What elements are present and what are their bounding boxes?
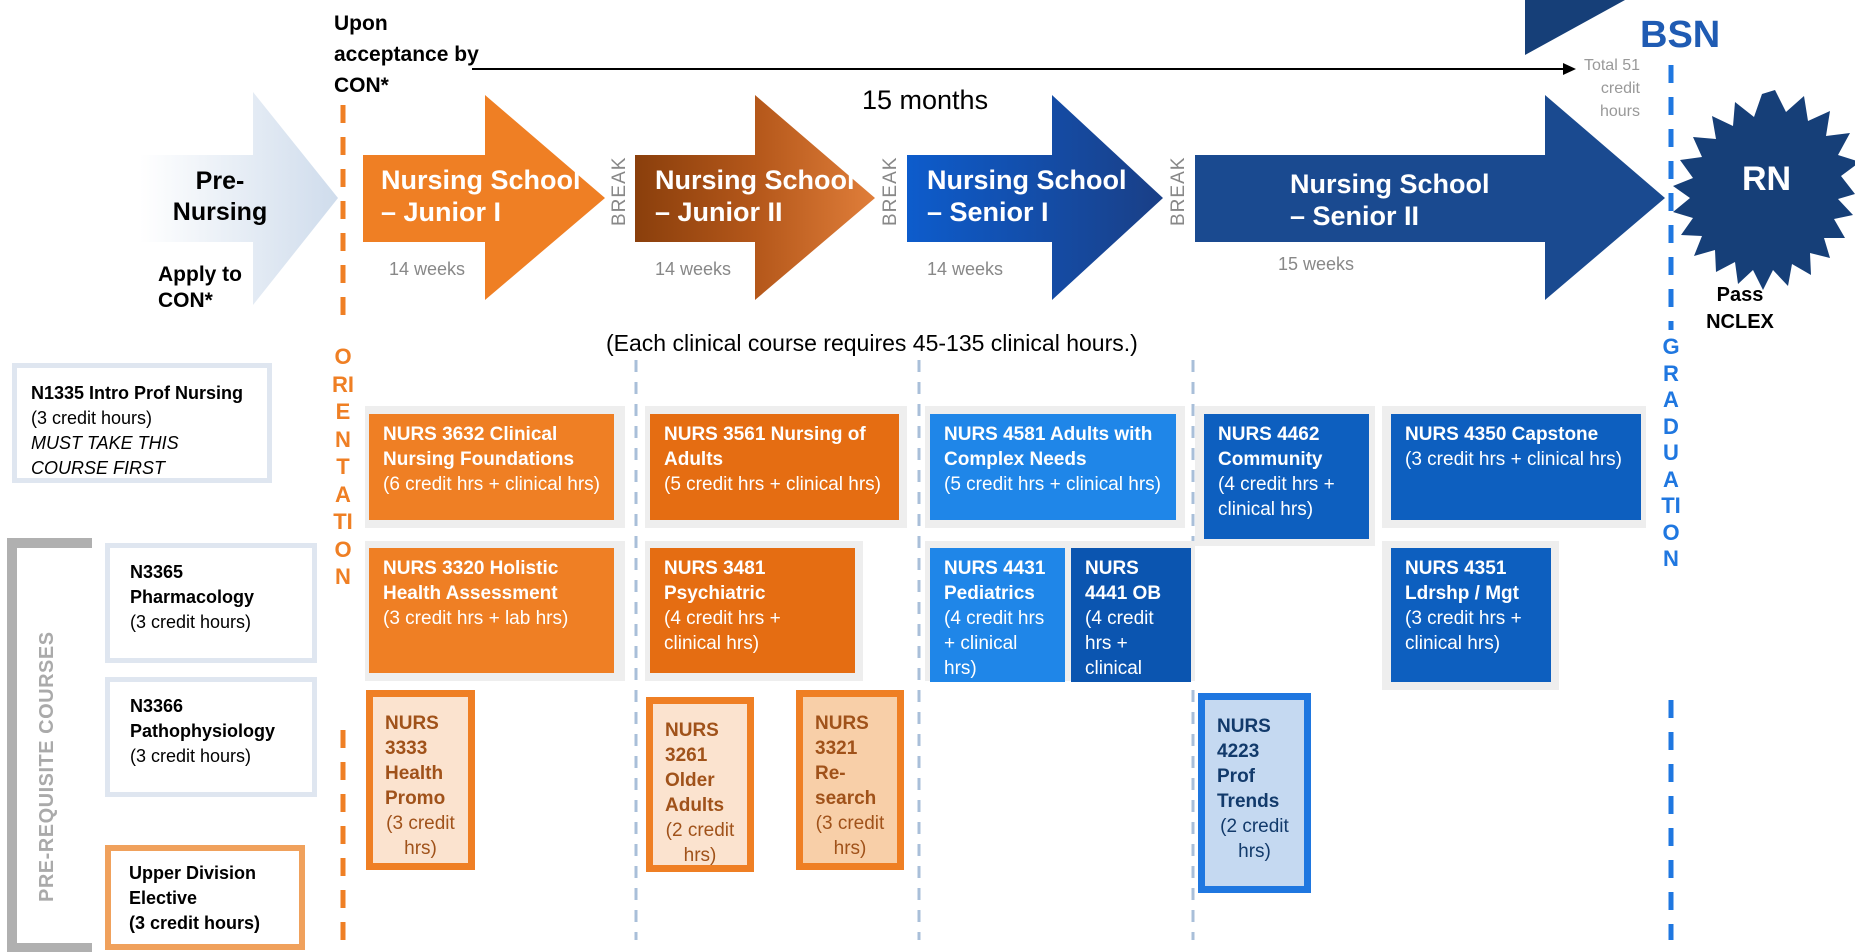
upon-acceptance-label: Upon acceptance by CON*: [334, 12, 479, 97]
course-4350[interactable]: NURS 4350 Capstone (3 credit hrs + clini…: [1391, 414, 1641, 520]
term-junior-2-label: Nursing School – Junior II: [655, 165, 855, 227]
prereq-n1335-title: N1335 Intro Prof Nursing: [31, 383, 244, 403]
course-3481-hours: (4 credit hrs + clinical hrs): [664, 608, 781, 654]
apply-con-label: Apply to CON*: [158, 263, 242, 312]
break-label-1: BREAK: [609, 156, 630, 226]
course-4431-title: NURS 4431 Pediatrics: [944, 558, 1046, 604]
course-3561-hours: (5 credit hrs + clinical hrs): [664, 474, 881, 495]
course-3333[interactable]: NURS 3333 Health Promo (3 credit hrs): [366, 690, 475, 870]
course-4351-hours: (3 credit hrs + clinical hrs): [1405, 608, 1522, 654]
course-3632[interactable]: NURS 3632 Clinical Nursing Foundations (…: [369, 414, 614, 520]
duration-label: 15 months: [862, 85, 989, 115]
prereq-n3366-name: Pathophysiology: [130, 721, 276, 741]
prereq-n3365-name: Pharmacology: [130, 587, 255, 607]
course-4351-title: NURS 4351 Ldrshp / Mgt: [1405, 558, 1519, 604]
course-3561[interactable]: NURS 3561 Nursing of Adults (5 credit hr…: [650, 414, 899, 520]
prereq-elective-name: Upper Division Elective: [129, 863, 257, 908]
prereq-n3366: N3366 Pathophysiology (3 credit hours): [105, 677, 317, 797]
bsn-corner-shape: [1525, 0, 1625, 55]
course-3261[interactable]: NURS 3261 Older Adults (2 credit hrs): [646, 697, 754, 872]
course-4581[interactable]: NURS 4581 Adults with Complex Needs (5 c…: [930, 414, 1176, 520]
course-3321-hours: (3 credit hrs): [815, 813, 885, 859]
course-3632-hours: (6 credit hrs + clinical hrs): [383, 474, 600, 495]
prereq-n3366-hours: (3 credit hours): [130, 746, 252, 766]
pre-nursing-arrow: [140, 92, 338, 305]
graduation-label: GRADUATION: [1659, 334, 1683, 573]
course-3320-title: NURS 3320 Holistic Health Assessment: [383, 558, 559, 604]
total-credit-label: Total 51 credit hours: [1583, 57, 1640, 120]
break-label-2: BREAK: [880, 156, 901, 226]
course-4462-title: NURS 4462 Community: [1218, 424, 1323, 470]
course-3320-hours: (3 credit hrs + lab hrs): [383, 608, 569, 629]
term-junior-1-weeks: 14 weeks: [389, 259, 466, 279]
orientation-label: ORIENTATION: [331, 343, 355, 591]
course-4581-title: NURS 4581 Adults with Complex Needs: [944, 424, 1153, 470]
term-senior-1-label: Nursing School – Senior I: [927, 165, 1127, 227]
timeline-arrowhead: [1563, 63, 1576, 75]
term-junior-2-weeks: 14 weeks: [655, 259, 732, 279]
prereq-label: PRE-REQUISITE COURSES: [36, 631, 58, 902]
course-4223[interactable]: NURS 4223 Prof Trends (2 credit hrs): [1198, 693, 1311, 893]
prereq-n3365-code: N3365: [130, 562, 184, 582]
senior-2-arrow: [1195, 95, 1665, 300]
prereq-n3366-code: N3366: [130, 696, 184, 716]
prereq-n3365: N3365 Pharmacology (3 credit hours): [105, 543, 317, 663]
course-3321-title: NURS 3321 Re-search: [815, 713, 877, 809]
course-4462-hours: (4 credit hrs + clinical hrs): [1218, 474, 1335, 520]
prereq-elective: Upper Division Elective (3 credit hours): [105, 845, 305, 950]
course-4350-hours: (3 credit hrs + clinical hrs): [1405, 449, 1622, 470]
course-4351[interactable]: NURS 4351 Ldrshp / Mgt (3 credit hrs + c…: [1391, 548, 1551, 682]
course-3261-hours: (2 credit hrs): [665, 820, 735, 866]
orientation-text: ORIENTATION: [332, 344, 354, 589]
break-label-3: BREAK: [1168, 156, 1189, 226]
term-senior-1-weeks: 14 weeks: [927, 259, 1004, 279]
prereq-bracket: [7, 538, 92, 952]
rn-star: [1673, 90, 1855, 290]
prereq-n1335-note: MUST TAKE THIS COURSE FIRST: [31, 433, 179, 478]
bsn-label: BSN: [1640, 14, 1721, 56]
term-senior-2-weeks: 15 weeks: [1278, 254, 1355, 274]
course-4581-hours: (5 credit hrs + clinical hrs): [944, 474, 1161, 495]
clinical-note: (Each clinical course requires 45-135 cl…: [606, 330, 1138, 356]
junior-1-arrow: [363, 95, 605, 300]
course-3321[interactable]: NURS 3321 Re-search (3 credit hrs): [796, 690, 904, 870]
course-4431[interactable]: NURS 4431 Pediatrics (4 credit hrs + cli…: [930, 548, 1065, 682]
prereq-n3365-hours: (3 credit hours): [130, 612, 252, 632]
term-junior-1-label: Nursing School – Junior I: [381, 165, 581, 227]
pass-nclex-label: Pass NCLEX: [1706, 284, 1774, 333]
course-4441-title: NURS 4441 OB: [1085, 558, 1162, 604]
course-3481-title: NURS 3481 Psychiatric: [664, 558, 766, 604]
rn-label: RN: [1742, 160, 1792, 198]
course-3320[interactable]: NURS 3320 Holistic Health Assessment (3 …: [369, 548, 614, 673]
course-3561-title: NURS 3561 Nursing of Adults: [664, 424, 866, 470]
course-4462[interactable]: NURS 4462 Community (4 credit hrs + clin…: [1204, 414, 1369, 539]
course-3333-hours: (3 credit hrs): [386, 813, 455, 859]
junior-2-arrow: [635, 95, 875, 300]
pre-nursing-label: Pre-Nursing: [172, 167, 268, 226]
graduation-text: GRADUATION: [1661, 334, 1681, 571]
course-4441[interactable]: NURS 4441 OB (4 credit hrs + clinical hr…: [1071, 548, 1191, 704]
term-senior-2-label: Nursing School – Senior II: [1290, 169, 1490, 231]
course-4223-hours: (2 credit hrs): [1220, 816, 1289, 862]
senior-1-arrow: [907, 95, 1163, 300]
course-3481[interactable]: NURS 3481 Psychiatric (4 credit hrs + cl…: [650, 548, 855, 673]
course-3333-title: NURS 3333 Health Promo: [385, 713, 446, 809]
prereq-n1335: N1335 Intro Prof Nursing (3 credit hours…: [12, 363, 272, 483]
course-4431-hours: (4 credit hrs + clinical hrs): [944, 608, 1045, 679]
course-3632-title: NURS 3632 Clinical Nursing Foundations: [383, 424, 575, 470]
course-3261-title: NURS 3261 Older Adults: [665, 720, 725, 816]
course-4441-hours: (4 credit hrs + clinical hrs): [1085, 608, 1154, 704]
prereq-elective-hours: (3 credit hours): [129, 913, 261, 933]
course-4350-title: NURS 4350 Capstone: [1405, 424, 1599, 445]
course-4223-title: NURS 4223 Prof Trends: [1217, 716, 1280, 812]
prereq-n1335-hours: (3 credit hours): [31, 408, 153, 428]
